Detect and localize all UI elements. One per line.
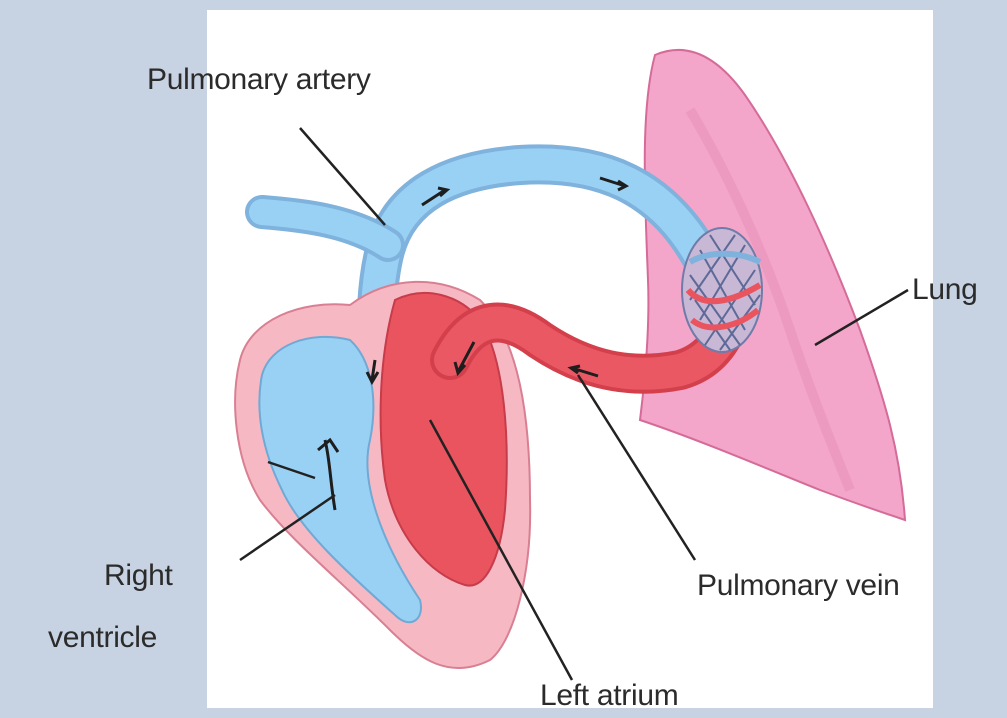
label-pulmonary-vein: Pulmonary vein <box>697 568 900 604</box>
capillary-network <box>682 228 762 352</box>
label-left-atrium: Left atrium <box>540 678 678 714</box>
label-pulmonary-artery: Pulmonary artery <box>147 62 371 98</box>
label-right-ventricle-line2: ventricle <box>48 620 157 656</box>
label-right-ventricle-line1: Right <box>104 558 173 594</box>
label-lung: Lung <box>912 272 978 308</box>
